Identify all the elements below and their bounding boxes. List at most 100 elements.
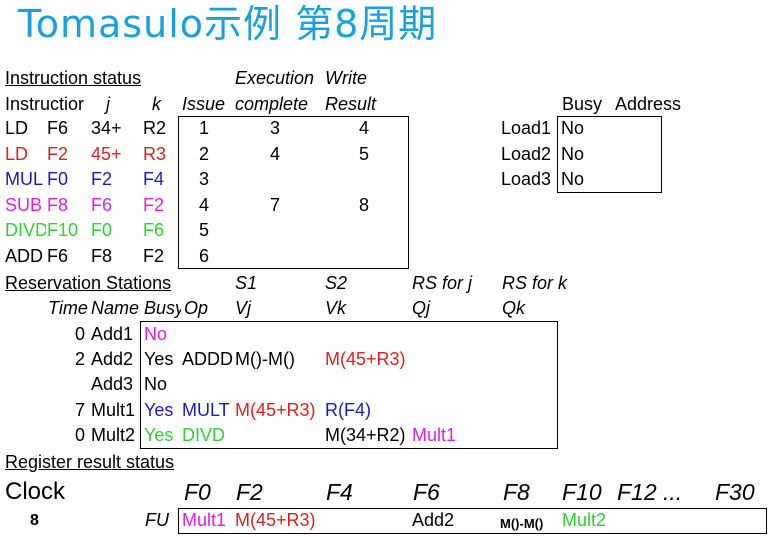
- result-cycle: 4: [358, 118, 369, 138]
- rs-name: Mult2: [91, 424, 136, 445]
- instruction-dest: F2: [47, 143, 69, 164]
- instruction-dest: F8: [47, 194, 69, 215]
- instruction-status-box: [178, 116, 409, 269]
- rs-for-j-header: RS for j: [412, 273, 473, 293]
- rs-time: 2: [74, 349, 85, 370]
- instruction-k: F2: [143, 194, 165, 215]
- rs-op: DIVD: [182, 424, 226, 445]
- rs-for-k-header: RS for k: [502, 273, 568, 293]
- rs-name: Add3: [91, 374, 134, 395]
- load-buffer-name: Load2: [501, 143, 552, 164]
- rs-op: MULT: [182, 399, 230, 420]
- instruction-j: F2: [91, 169, 113, 189]
- vj-header: Vj: [235, 298, 252, 318]
- load-buffer-busy: No: [561, 143, 585, 164]
- clock-value: 8: [30, 512, 39, 529]
- instruction-j: 34+: [91, 118, 122, 138]
- rs-busy: Yes: [144, 424, 174, 445]
- register-fu-value: Add2: [412, 510, 455, 530]
- instruction-j: F0: [91, 220, 113, 240]
- load-buffer-busy: No: [561, 169, 585, 189]
- complete-cycle: 7: [269, 194, 280, 215]
- rs-op: ADDD: [182, 349, 234, 370]
- s2-header: S2: [325, 273, 348, 293]
- load-buffer-name: Load3: [501, 169, 552, 189]
- complete-header: complete: [235, 94, 309, 114]
- instruction-op: LD: [5, 143, 29, 164]
- result-cycle: 5: [358, 143, 369, 164]
- instruction-k: F2: [143, 245, 165, 266]
- register-fu-value: M()-M(): [500, 516, 544, 531]
- issue-cycle: 5: [198, 220, 209, 240]
- load-buffer-box: [557, 116, 662, 193]
- op-header: Op: [184, 298, 209, 318]
- rs-vk: R(F4): [325, 399, 371, 420]
- instruction-j: 45+: [91, 143, 122, 164]
- rs-vj: M(45+R3): [235, 399, 316, 420]
- rs-qj: Mult1: [412, 424, 457, 445]
- rs-time: 0: [74, 324, 85, 344]
- instruction-dest: F0: [47, 169, 69, 189]
- issue-cycle: 3: [198, 169, 209, 189]
- instruction-k: R2: [143, 118, 167, 138]
- instruction-k: F4: [143, 169, 165, 189]
- rs-busy: No: [144, 374, 168, 395]
- fu-label: FU: [145, 510, 169, 530]
- load-buffer-busy: No: [561, 118, 585, 138]
- address-header: Address: [615, 94, 682, 114]
- issue-header: Issue: [182, 94, 226, 114]
- instruction-k: R3: [143, 143, 167, 164]
- busy-rs-header: Busy: [144, 298, 181, 318]
- instruction-op: SUB: [5, 194, 43, 215]
- rs-vk: M(34+R2): [325, 424, 406, 445]
- complete-cycle: 4: [269, 143, 280, 164]
- result-cycle: 8: [358, 194, 369, 215]
- instruction-j: F8: [91, 245, 113, 266]
- write-header: Write: [325, 68, 367, 88]
- register-fu-value: Mult1: [182, 510, 227, 530]
- reservation-stations-box: [140, 321, 558, 449]
- issue-cycle: 2: [198, 143, 209, 164]
- rs-busy: No: [144, 324, 168, 344]
- rs-busy: Yes: [144, 399, 174, 420]
- instruction-op: MUL: [5, 169, 44, 189]
- instruction-dest: F10: [47, 220, 79, 240]
- qk-header: Qk: [502, 298, 526, 318]
- issue-cycle: 1: [198, 118, 209, 138]
- page-title: Tomasulo示例 第8周期: [18, 2, 438, 46]
- register-name: F10: [562, 479, 602, 505]
- j-header: j: [106, 94, 110, 114]
- reservation-stations-heading: Reservation Stations: [5, 273, 172, 293]
- time-header: Time: [48, 298, 88, 318]
- register-name: F4: [326, 479, 353, 505]
- s1-header: S1: [235, 273, 258, 293]
- register-fu-value: Mult2: [562, 510, 607, 530]
- instruction-status-heading: Instruction status: [5, 68, 142, 88]
- rs-time: 0: [74, 424, 85, 445]
- instruction-dest: F6: [47, 118, 69, 138]
- register-status-heading: Register result status: [5, 452, 175, 472]
- rs-name: Add1: [91, 324, 134, 344]
- register-name: F30: [715, 479, 755, 505]
- instruction-k: F6: [143, 220, 165, 240]
- instruction-op: DIVD: [5, 220, 46, 240]
- rs-busy: Yes: [144, 349, 174, 370]
- result-header: Result: [325, 94, 377, 114]
- register-name: F6: [413, 479, 440, 505]
- issue-cycle: 4: [198, 194, 209, 215]
- name-header: Name: [91, 298, 140, 318]
- register-name: F0: [184, 479, 211, 505]
- register-fu-value: M(45+R3): [235, 510, 316, 530]
- instruction-header: Instructior: [5, 94, 85, 114]
- register-name: F2: [236, 479, 263, 505]
- rs-name: Mult1: [91, 399, 136, 420]
- qj-header: Qj: [412, 298, 430, 318]
- rs-vk: M(45+R3): [325, 349, 406, 370]
- instruction-j: F6: [91, 194, 113, 215]
- k-header: k: [152, 94, 161, 114]
- clock-label: Clock: [5, 478, 66, 505]
- rs-time: 7: [74, 399, 85, 420]
- issue-cycle: 6: [198, 245, 209, 266]
- busy-header: Busy: [562, 94, 603, 114]
- complete-cycle: 3: [269, 118, 280, 138]
